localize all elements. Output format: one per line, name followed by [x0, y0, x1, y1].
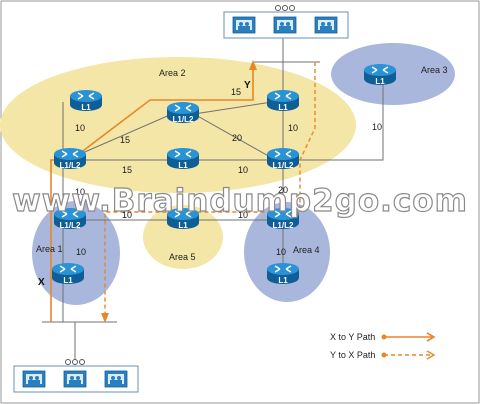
svg-text:L1/L2: L1/L2 [273, 161, 294, 170]
router-a4-top: L1/L2 [266, 207, 300, 230]
router-mid-left: L1/L2 [53, 147, 87, 170]
metric-a4top-a4bot: 10 [276, 247, 286, 257]
metric-midcenter-midright: 10 [238, 165, 248, 175]
svg-text:L1: L1 [178, 161, 188, 170]
router-a1-top: L1/L2 [53, 207, 87, 230]
area-4-label: Area 4 [293, 245, 320, 255]
svg-text:L1: L1 [178, 221, 188, 230]
router-area3: L1 [363, 63, 397, 86]
marker-x: X [38, 277, 45, 288]
area-5-region [143, 205, 223, 269]
router-a5: L1 [166, 207, 200, 230]
router-a1-bot: L1 [51, 262, 85, 285]
metric-midleft-midcenter: 15 [122, 165, 132, 175]
svg-text:L1: L1 [278, 103, 288, 112]
metric-a1top-a5: 10 [122, 210, 132, 220]
area-4-region [244, 202, 330, 302]
svg-text:L1: L1 [63, 276, 73, 285]
legend-x-to-y-label: X to Y Path [330, 332, 375, 342]
host-group-top [223, 5, 349, 39]
host-group-bottom [13, 359, 139, 393]
metric-topright-midright: 10 [288, 123, 298, 133]
y-to-x-path [101, 62, 316, 323]
legend: X to Y Path Y to X Path [330, 332, 436, 360]
area-5-label: Area 5 [169, 252, 196, 262]
router-mid-center: L1 [166, 147, 200, 170]
metric-midleft-topmid: 15 [120, 135, 130, 145]
legend-y-to-x-label: Y to X Path [330, 350, 375, 360]
metric-midright-a4top: 20 [278, 185, 288, 195]
svg-text:L1: L1 [375, 77, 385, 86]
metric-midright-area3: 10 [372, 122, 382, 132]
router-top-left: L1 [69, 89, 103, 112]
router-mid-right: L1/L2 [266, 147, 300, 170]
area-2-label: Area 2 [159, 68, 186, 78]
svg-text:L1/L2: L1/L2 [173, 115, 194, 124]
metric-topmid-topright: 15 [231, 87, 241, 97]
area-1-label: Area 1 [36, 244, 63, 254]
metric-topmid-midright: 20 [232, 133, 242, 143]
svg-text:L1/L2: L1/L2 [60, 161, 81, 170]
router-top-mid: L1/L2 [166, 101, 200, 124]
svg-text:L1/L2: L1/L2 [273, 221, 294, 230]
watermark: www.Braindump2go.com [12, 183, 468, 219]
metric-a1top-a1bot: 10 [76, 247, 86, 257]
router-a4-bot: L1 [266, 262, 300, 285]
svg-text:L1/L2: L1/L2 [60, 221, 81, 230]
metric-topleft-midleft: 10 [75, 123, 85, 133]
x-to-y-path [50, 60, 257, 322]
metric-midleft-a1top: 10 [75, 187, 85, 197]
marker-y: Y [244, 80, 251, 91]
area-3-label: Area 3 [421, 65, 448, 75]
metric-a5-a4top: 10 [238, 210, 248, 220]
svg-text:L1: L1 [278, 276, 288, 285]
svg-text:L1: L1 [81, 103, 91, 112]
router-top-right: L1 [266, 89, 300, 112]
